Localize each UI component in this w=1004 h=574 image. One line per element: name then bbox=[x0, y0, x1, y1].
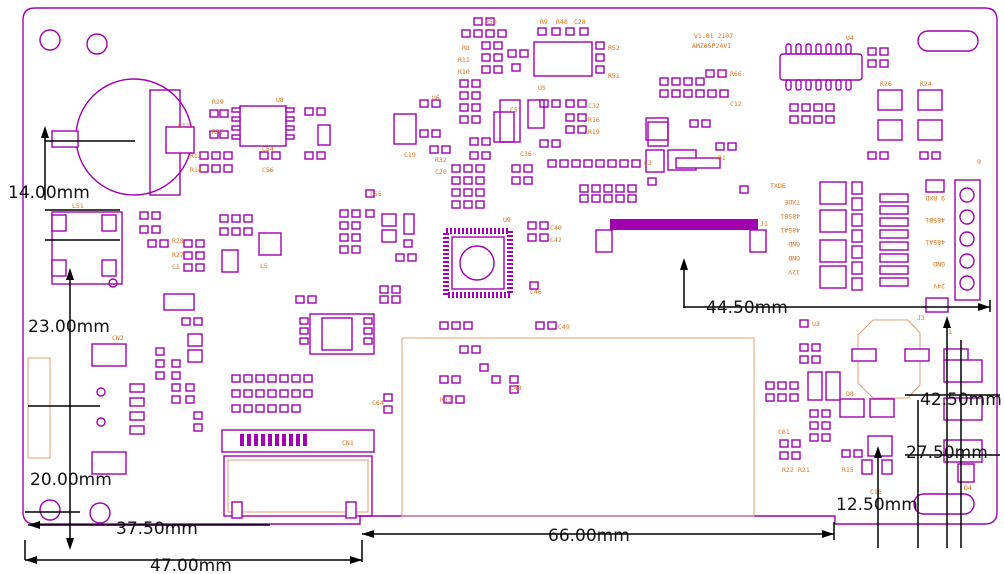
board-outline bbox=[22, 7, 998, 525]
silk-c54: C54 bbox=[262, 145, 274, 153]
silk-c20: C20 bbox=[435, 168, 447, 176]
silk-pin-label: GND bbox=[933, 260, 945, 268]
mounting-hole bbox=[39, 29, 61, 51]
dim-label-23: 23.00mm bbox=[28, 317, 110, 337]
silk-c43: C43 bbox=[510, 384, 522, 392]
mounting-hole bbox=[89, 502, 111, 524]
silk-c36: C36 bbox=[520, 150, 532, 158]
silk-pin-label: 485B1 bbox=[925, 216, 945, 224]
silk-r9: R9 bbox=[540, 18, 548, 26]
silk-r29: R29 bbox=[212, 98, 224, 106]
silk-c56: C56 bbox=[262, 166, 274, 174]
silk-u6: U6 bbox=[432, 94, 440, 102]
silk-r14: R14 bbox=[190, 166, 202, 174]
silk-c28: C28 bbox=[574, 18, 586, 26]
silk-bt1: BT1 bbox=[178, 122, 190, 130]
silk-r50: R50 bbox=[485, 18, 497, 26]
silk-l3: L3 bbox=[644, 159, 652, 167]
silk-c42: C42 bbox=[550, 236, 562, 244]
silk-j1: J1 bbox=[760, 220, 768, 228]
silk-r27: R27 bbox=[172, 251, 184, 259]
silk-c64: C64 bbox=[372, 399, 384, 407]
mounting-slot bbox=[917, 30, 979, 52]
silk-r19: R19 bbox=[588, 128, 600, 136]
silk-u3: U3 bbox=[812, 320, 820, 328]
silk-r10: R10 bbox=[458, 68, 470, 76]
silk-u5: U5 bbox=[538, 84, 546, 92]
silk-r21: R21 bbox=[798, 466, 810, 474]
silk-u9: U9 bbox=[503, 216, 511, 224]
silk-left-pin-top: TXDE bbox=[770, 182, 786, 190]
silk-r51: R51 bbox=[608, 72, 620, 80]
dim-label-27-5: 27.50mm bbox=[906, 443, 988, 463]
dim-label-20: 20.00mm bbox=[30, 470, 112, 490]
dim-label-14: 14.00mm bbox=[8, 183, 90, 203]
silk-pin-label: 24V bbox=[933, 282, 945, 290]
dim-label-42-5: 42.50mm bbox=[920, 390, 1002, 410]
silk-c19: C19 bbox=[404, 151, 416, 159]
fpc-connector-j1 bbox=[610, 219, 758, 230]
silk-r52: R52 bbox=[608, 44, 620, 52]
silk-pin-top: 9 bbox=[977, 158, 981, 166]
silk-r66: R66 bbox=[730, 70, 742, 78]
silk-cn1: CN1 bbox=[342, 439, 354, 447]
silk-r32: R32 bbox=[435, 156, 447, 164]
silk-d1: D1 bbox=[718, 154, 726, 162]
dim-label-47: 47.00mm bbox=[150, 556, 232, 574]
dim-label-37-5: 37.50mm bbox=[116, 519, 198, 539]
silk-u8: U8 bbox=[276, 96, 284, 104]
dim-label-44-5: 44.50mm bbox=[706, 298, 788, 318]
silk-left-pin-label: GND bbox=[788, 240, 800, 248]
silk-c46: C46 bbox=[530, 288, 542, 296]
silk-r13: R13 bbox=[190, 152, 202, 160]
mounting-hole bbox=[39, 499, 61, 521]
silk-u4: U4 bbox=[846, 34, 854, 42]
silk-c55: C55 bbox=[370, 190, 382, 198]
silk-r28: R28 bbox=[172, 237, 184, 245]
mounting-slot bbox=[913, 493, 975, 515]
silk-r37: R37 bbox=[212, 128, 224, 136]
silk-date: V1.01 2107 bbox=[694, 32, 733, 40]
silk-r16: R16 bbox=[588, 116, 600, 124]
silk-c61: C61 bbox=[778, 428, 790, 436]
dim-label-66: 66.00mm bbox=[548, 526, 630, 546]
silk-d4: D4 bbox=[964, 484, 972, 492]
silk-c5: C5 bbox=[510, 106, 518, 114]
silk-c40: C40 bbox=[550, 224, 562, 232]
silk-l5: L5 bbox=[260, 262, 268, 270]
silk-ls1: LS1 bbox=[72, 202, 84, 210]
silk-r48: R48 bbox=[556, 18, 568, 26]
silk-left-pin-label: 485B1 bbox=[780, 212, 800, 220]
silk-left-pin-label: TXDE bbox=[784, 198, 800, 206]
silk-r24: R24 bbox=[920, 80, 932, 88]
silk-cn2: CN2 bbox=[112, 334, 124, 342]
silk-r22: R22 bbox=[782, 466, 794, 474]
silk-c32: C32 bbox=[588, 102, 600, 110]
silk-r26: R26 bbox=[880, 80, 892, 88]
silk-board: AMZ05P24VI bbox=[692, 42, 731, 50]
silk-left-pin-label: 12V bbox=[788, 268, 800, 276]
silk-pin-label: 485A1 bbox=[925, 238, 945, 246]
silk-left-pin-label: 485A1 bbox=[780, 226, 800, 234]
silk-c15: C15 bbox=[870, 488, 882, 496]
silk-d8: D8 bbox=[846, 390, 854, 398]
silk-j3: J3 bbox=[917, 314, 925, 322]
silk-c1: C1 bbox=[172, 263, 180, 271]
silk-r8: R8 bbox=[462, 44, 470, 52]
silk-r11: R11 bbox=[458, 56, 470, 64]
silk-r23: R23 bbox=[440, 396, 452, 404]
mounting-hole bbox=[86, 33, 108, 55]
silk-c49: C49 bbox=[558, 323, 570, 331]
silk-left-pin-label: GND bbox=[788, 254, 800, 262]
display-outline bbox=[401, 337, 755, 517]
dim-label-12-5: 12.50mm bbox=[836, 495, 918, 515]
silk-r15: R15 bbox=[842, 466, 854, 474]
silk-c12: C12 bbox=[730, 100, 742, 108]
silk-pin-label: 9 RXD bbox=[925, 194, 945, 202]
silk-pin-bot: 1 bbox=[948, 328, 952, 336]
